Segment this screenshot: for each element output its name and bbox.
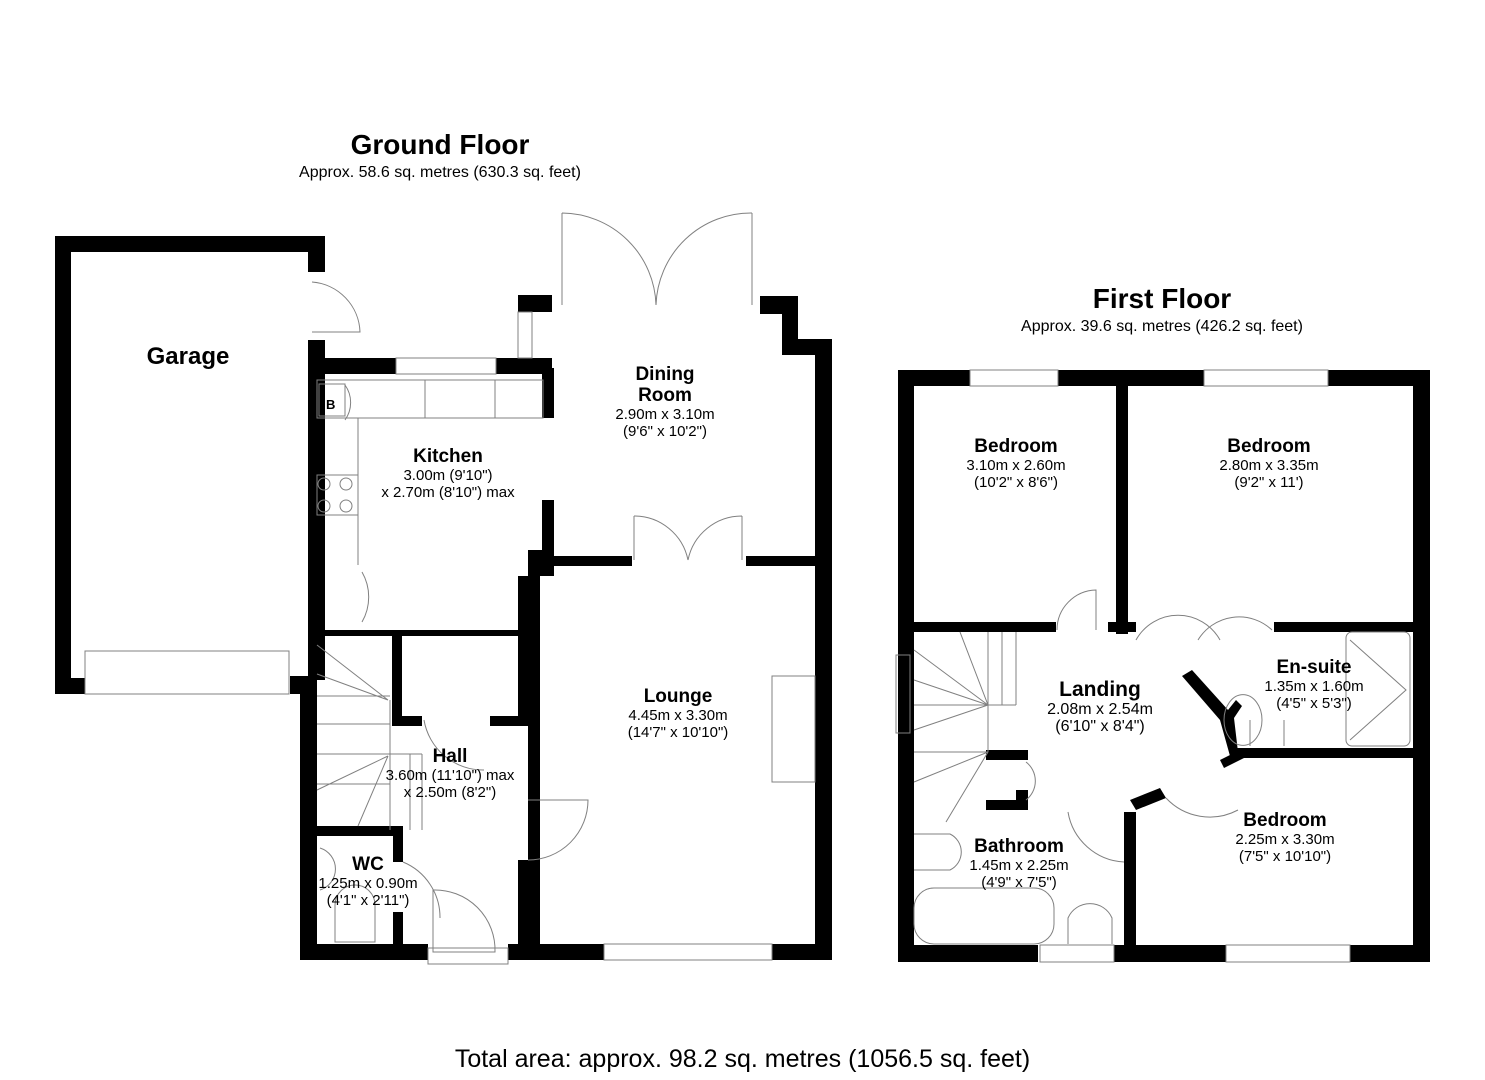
room-name: Dining <box>635 364 695 385</box>
room-name: Bathroom <box>974 836 1064 857</box>
room-dimensions: (7'5" x 10'10") <box>1238 848 1332 865</box>
room-dimensions: (14'7" x 10'10") <box>627 724 729 741</box>
room-name: Lounge <box>643 686 713 707</box>
room-dimensions: (4'9" x 7'5") <box>981 874 1057 891</box>
room-kitchen: Kitchen 3.00m (9'10") x 2.70m (8'10") ma… <box>381 446 514 501</box>
room-dimensions: 2.25m x 3.30m <box>1235 831 1335 848</box>
room-lounge: Lounge 4.45m x 3.30m (14'7" x 10'10") <box>628 686 729 741</box>
total-area: Total area: approx. 98.2 sq. metres (105… <box>454 1045 1031 1073</box>
room-name: Bedroom <box>1243 810 1327 831</box>
room-name: Landing <box>1059 678 1141 701</box>
room-name: Bedroom <box>974 436 1058 457</box>
room-name: WC <box>352 854 384 875</box>
ground-floor-title: Ground Floor <box>350 129 530 160</box>
room-garage: Garage <box>147 344 230 370</box>
room-name: Bedroom <box>1227 436 1311 457</box>
room-dimensions: (9'2" x 11') <box>1234 474 1304 491</box>
room-bedroom-3: Bedroom 2.25m x 3.30m (7'5" x 10'10") <box>1235 810 1334 865</box>
room-landing: Landing 2.08m x 2.54m (6'10" x 8'4") <box>1047 678 1153 735</box>
room-name: Hall <box>432 746 468 767</box>
room-dimensions: (4'5" x 5'3") <box>1276 695 1352 712</box>
first-floor-walls <box>898 370 1430 962</box>
room-dimensions: 2.90m x 3.10m <box>615 406 715 423</box>
room-dimensions: (9'6" x 10'2") <box>623 423 707 440</box>
room-dimensions: (4'1" x 2'11") <box>326 892 410 909</box>
ground-floor-fixtures <box>84 212 816 965</box>
room-wc: WC 1.25m x 0.90m (4'1" x 2'11") <box>318 854 417 909</box>
first-floor-area: Approx. 39.6 sq. metres (426.2 sq. feet) <box>1021 318 1303 335</box>
room-dimensions: 2.80m x 3.35m <box>1219 457 1319 474</box>
ground-floor-area: Approx. 58.6 sq. metres (630.3 sq. feet) <box>299 164 581 181</box>
room-bedroom-2: Bedroom 2.80m x 3.35m (9'2" x 11') <box>1219 436 1318 491</box>
room-dining: Dining Room 2.90m x 3.10m (9'6" x 10'2") <box>615 364 714 440</box>
room-dimensions: 4.45m x 3.30m <box>628 707 728 724</box>
room-dimensions: x 2.50m (8'2") <box>403 784 497 801</box>
first-floor-title: First Floor <box>1092 283 1232 314</box>
room-name: Garage <box>146 343 230 370</box>
room-dimensions: 3.60m (11'10") max <box>385 767 515 784</box>
room-dimensions: 3.10m x 2.60m <box>966 457 1066 474</box>
room-bedroom-1: Bedroom 3.10m x 2.60m (10'2" x 8'6") <box>966 436 1065 491</box>
room-dimensions: 1.25m x 0.90m <box>318 875 418 892</box>
room-hall: Hall 3.60m (11'10") max x 2.50m (8'2") <box>386 746 515 801</box>
room-name: Kitchen <box>413 446 483 467</box>
room-dimensions: 1.35m x 1.60m <box>1264 678 1364 695</box>
room-name: En-suite <box>1276 657 1352 678</box>
room-name: Room <box>638 385 692 406</box>
room-dimensions: 3.00m (9'10") <box>403 467 493 484</box>
room-dimensions: 2.08m x 2.54m <box>1047 701 1153 718</box>
room-dimensions: (10'2" x 8'6") <box>974 474 1058 491</box>
boiler-label: B <box>326 397 336 412</box>
room-bathroom: Bathroom 1.45m x 2.25m (4'9" x 7'5") <box>969 836 1068 891</box>
first-floor-fixtures <box>895 369 1411 963</box>
room-dimensions: (6'10" x 8'4") <box>1055 718 1145 735</box>
room-ensuite: En-suite 1.35m x 1.60m (4'5" x 5'3") <box>1264 657 1363 712</box>
room-dimensions: x 2.70m (8'10") max <box>381 484 515 501</box>
room-dimensions: 1.45m x 2.25m <box>969 857 1069 874</box>
